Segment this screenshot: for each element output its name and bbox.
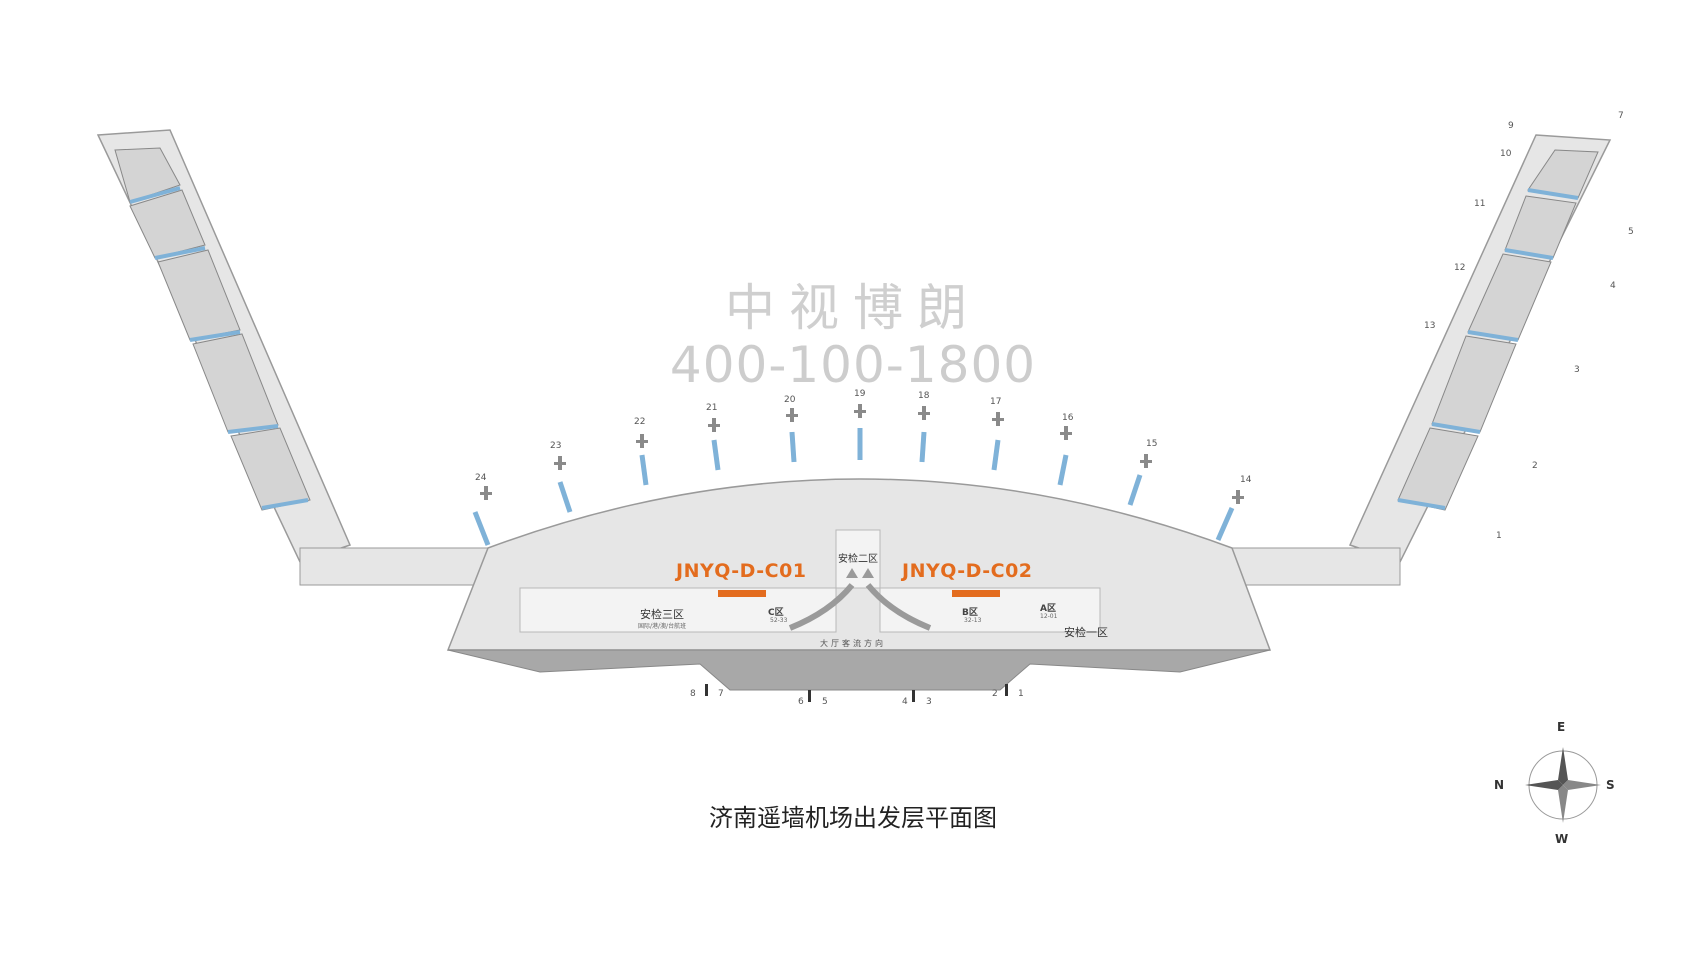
svg-text:9: 9 [1508, 121, 1514, 131]
area-a-counters: 12-01 [1040, 613, 1058, 620]
svg-text:8: 8 [690, 689, 696, 699]
gate-24: 24 [475, 473, 487, 483]
svg-text:10: 10 [1500, 149, 1512, 159]
gate-15: 15 [1146, 439, 1157, 449]
zone-security-1: 安检一区 [1064, 626, 1108, 639]
gate-20: 20 [784, 395, 796, 405]
svg-text:5: 5 [1628, 227, 1634, 237]
svg-text:1: 1 [1018, 689, 1024, 699]
watermark-brand: 中视博朗 [725, 279, 981, 337]
ad-position-c01[interactable]: JNYQ-D-C01 [676, 560, 807, 582]
main-terminal [446, 478, 1272, 691]
gate-23: 23 [550, 441, 561, 451]
svg-text:4: 4 [1610, 281, 1616, 291]
jet-bridges [472, 428, 1235, 546]
zone-security-3-sub: 国际/港/澳/台航班 [638, 623, 687, 630]
svg-text:5: 5 [822, 697, 828, 707]
airplane-icon [480, 404, 1244, 504]
zone-security-3: 安检三区 [640, 608, 684, 621]
gate-14: 14 [1240, 475, 1252, 485]
gate-22: 22 [634, 417, 645, 427]
svg-text:1: 1 [1496, 531, 1502, 541]
gate-16: 16 [1062, 413, 1074, 423]
svg-text:3: 3 [1574, 365, 1580, 375]
right-pier [1348, 134, 1612, 563]
svg-text:13: 13 [1424, 321, 1435, 331]
svg-text:2: 2 [1532, 461, 1538, 471]
area-b-label: B区 [962, 608, 978, 618]
svg-text:7: 7 [1618, 111, 1624, 121]
ad-position-c02[interactable]: JNYQ-D-C02 [902, 560, 1033, 582]
left-pier [96, 129, 352, 563]
svg-text:2: 2 [992, 689, 998, 699]
compass-north: N [1494, 778, 1505, 792]
area-c-label: C区 [768, 608, 784, 618]
svg-text:4: 4 [902, 697, 908, 707]
area-c-counters: 52-33 [770, 617, 788, 624]
svg-text:3: 3 [926, 697, 932, 707]
svg-text:12: 12 [1454, 263, 1465, 273]
map-title: 济南遥墙机场出发层平面图 [709, 804, 997, 832]
compass-west: W [1555, 832, 1569, 846]
gate-21: 21 [706, 403, 717, 413]
svg-text:6: 6 [798, 697, 804, 707]
connectors [299, 547, 1401, 586]
ad-bar-c01 [718, 590, 766, 597]
compass-east: E [1557, 720, 1566, 734]
entrances: 8 7 6 5 4 3 2 1 [690, 684, 1024, 707]
svg-text:11: 11 [1474, 199, 1485, 209]
area-a-label: A区 [1040, 604, 1056, 614]
gate-19: 19 [854, 389, 866, 399]
gate-18: 18 [918, 391, 930, 401]
ad-bar-c02 [952, 590, 1000, 597]
compass-rose [1525, 747, 1601, 823]
svg-text:7: 7 [718, 689, 724, 699]
gate-17: 17 [990, 397, 1001, 407]
compass-south: S [1606, 778, 1615, 792]
area-b-counters: 32-13 [964, 617, 982, 624]
gate-aircraft: 24 23 22 21 20 19 18 17 16 15 14 [475, 389, 1252, 504]
watermark-phone: 400-100-1800 [669, 336, 1037, 394]
flow-direction-label: 大厅客流方向 [820, 639, 886, 648]
right-gate-numbers: 9 7 10 5 11 4 12 13 3 2 1 [1424, 111, 1634, 541]
zone-security-2: 安检二区 [838, 554, 878, 565]
